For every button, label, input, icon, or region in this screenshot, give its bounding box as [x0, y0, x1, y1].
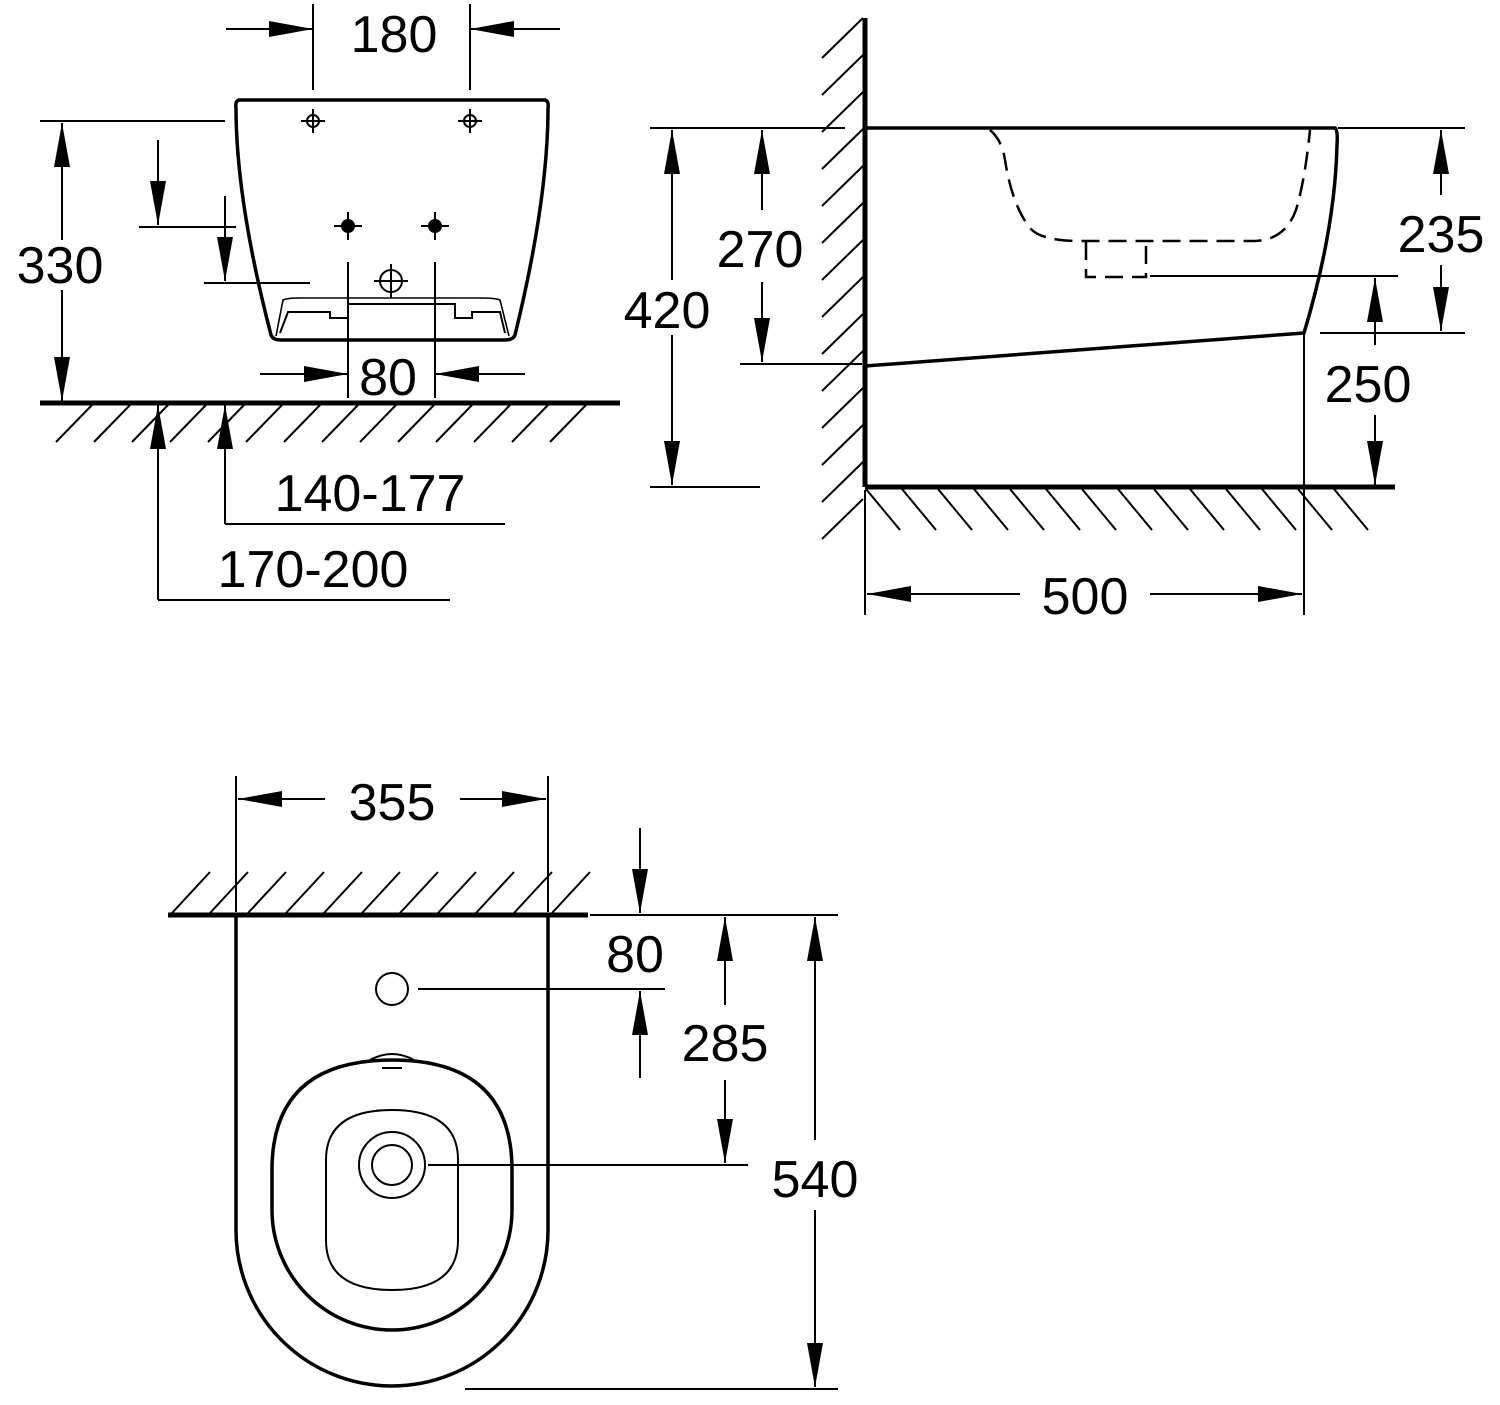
hatch-line — [821, 498, 864, 540]
hatch-line — [321, 404, 359, 443]
hatch-line — [821, 17, 864, 59]
hatch-line — [821, 387, 864, 429]
dim-270-label: 270 — [717, 221, 804, 279]
hatch-line — [435, 404, 473, 443]
hatch-line — [821, 202, 864, 244]
hatch-line — [821, 461, 864, 503]
hatch-line — [1117, 488, 1153, 531]
hatch-line — [247, 871, 287, 914]
hatch-line — [361, 871, 401, 914]
dim-170-200-label: 170-200 — [218, 541, 409, 599]
drain-connection-icon — [374, 264, 408, 298]
hatch-line — [821, 128, 864, 170]
hatch-line — [283, 404, 321, 443]
hatch-line — [821, 54, 864, 96]
front-view: 180 330 140-177 170-200 80 — [17, 4, 620, 601]
drain-outer-icon — [358, 1131, 426, 1199]
wall-hatching — [171, 871, 591, 914]
hatch-line — [821, 276, 864, 318]
bidet-side-outline — [864, 126, 1339, 368]
dim-500-label: 500 — [1042, 568, 1129, 626]
hatch-line — [821, 424, 864, 466]
hatch-line — [399, 871, 439, 914]
hatch-line — [1225, 488, 1261, 531]
hatch-line — [821, 91, 864, 133]
dim-235-label: 235 — [1398, 206, 1485, 264]
hatch-line — [1045, 488, 1081, 531]
hatch-line — [973, 488, 1009, 531]
dim-180-label: 180 — [351, 6, 438, 64]
dim-330-label: 330 — [17, 237, 104, 295]
hatch-line — [93, 404, 131, 443]
fixing-point-icon — [421, 212, 449, 240]
hatch-line — [209, 871, 249, 914]
drain-inner-icon — [371, 1144, 413, 1186]
dim-140-177-label: 140-177 — [275, 465, 466, 523]
bidet-top-outline — [234, 917, 550, 1388]
dim-80-front-label: 80 — [359, 349, 417, 407]
floor-hatching — [865, 488, 1369, 531]
floor-hatching — [55, 404, 587, 443]
dim-80-top-label: 80 — [606, 926, 664, 984]
hatch-line — [473, 404, 511, 443]
hatch-line — [131, 404, 169, 443]
hatch-line — [437, 871, 477, 914]
fixing-point-icon — [458, 109, 482, 133]
hatch-line — [513, 871, 553, 914]
hatch-line — [1333, 488, 1369, 531]
hatch-line — [511, 404, 549, 443]
hatch-line — [1189, 488, 1225, 531]
wall-hatching — [821, 17, 864, 540]
hatch-line — [1009, 488, 1045, 531]
hatch-line — [821, 239, 864, 281]
dim-285-label: 285 — [682, 1015, 769, 1073]
hatch-line — [865, 488, 901, 531]
hatch-line — [359, 404, 397, 443]
bidet-front-outline — [234, 98, 550, 342]
fixing-point-icon — [334, 212, 362, 240]
hatch-line — [323, 871, 363, 914]
hatch-line — [549, 404, 587, 443]
tap-hole-icon — [375, 972, 409, 1006]
hatch-line — [55, 404, 93, 443]
bowl-hidden-line — [989, 129, 1312, 243]
dim-250-label: 250 — [1325, 356, 1412, 414]
hatch-line — [937, 488, 973, 531]
hatch-line — [821, 165, 864, 207]
hatch-line — [1153, 488, 1189, 531]
dim-420-label: 420 — [624, 282, 711, 340]
hatch-line — [551, 871, 591, 914]
fixing-point-icon — [301, 109, 325, 133]
side-view: 420 270 235 250 500 — [624, 17, 1485, 626]
hatch-line — [821, 350, 864, 392]
hatch-line — [397, 404, 435, 443]
hatch-line — [285, 871, 325, 914]
top-view: 355 80 285 540 — [168, 774, 859, 1390]
hatch-line — [821, 313, 864, 355]
hatch-line — [1261, 488, 1297, 531]
hatch-line — [901, 488, 937, 531]
hatch-line — [245, 404, 283, 443]
dim-540-label: 540 — [772, 1151, 859, 1209]
bowl-rim — [270, 1058, 514, 1332]
hatch-line — [475, 871, 515, 914]
dim-355-label: 355 — [349, 774, 436, 832]
hatch-line — [169, 404, 207, 443]
hatch-line — [171, 871, 211, 914]
bowl-inner — [325, 1108, 459, 1292]
hatch-line — [1081, 488, 1117, 531]
bidet-foot-detail — [279, 303, 506, 334]
